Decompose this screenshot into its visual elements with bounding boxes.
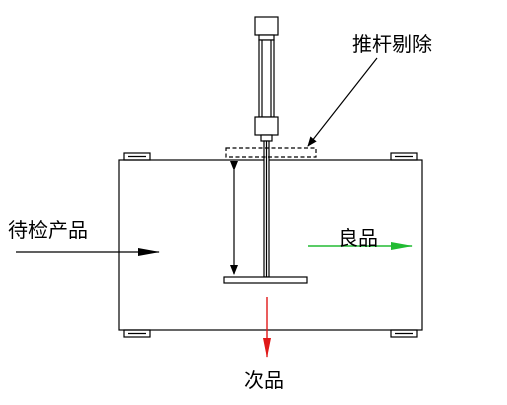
defect-arrowhead <box>263 338 271 358</box>
pneumatic-cylinder <box>254 16 279 142</box>
pusher-label-leader <box>307 57 378 147</box>
good-product-label: 良品 <box>338 226 378 250</box>
incoming-product-label: 待检产品 <box>8 218 88 242</box>
push-plate-retracted-outline <box>225 147 317 158</box>
conveyor-belt <box>118 152 423 338</box>
pusher-rod <box>263 140 270 278</box>
defective-product-label: 次品 <box>244 368 284 392</box>
push-plate <box>223 276 308 284</box>
pusher-reject-label: 推杆剔除 <box>352 32 432 56</box>
